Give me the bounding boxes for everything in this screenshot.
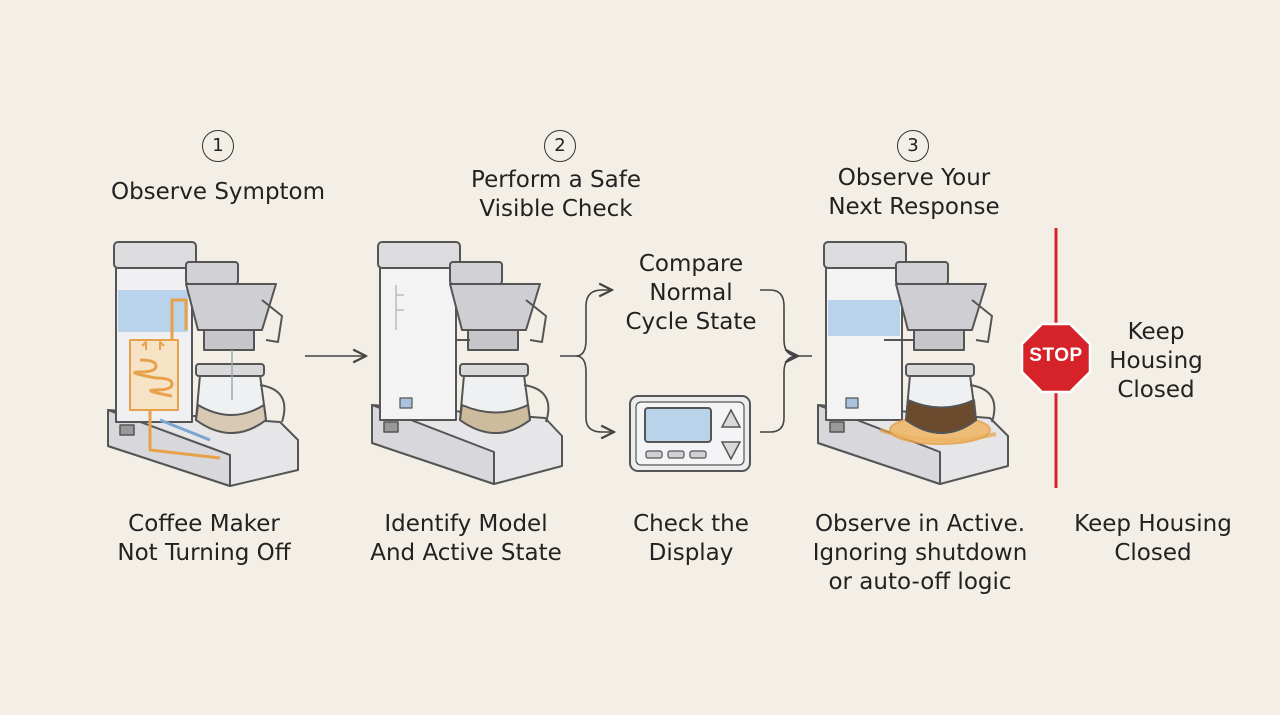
stop-sign-text: STOP <box>1029 345 1083 366</box>
step-2-title: Perform a Safe Visible Check <box>471 167 641 222</box>
coffee-maker-cutaway-illustration <box>107 241 299 487</box>
merge-arrow <box>760 289 812 433</box>
keep-housing-closed-label: Keep Housing Closed <box>1109 319 1203 403</box>
step-3-caption: Observe in Active. Ignoring shutdown or … <box>812 511 1028 595</box>
step-1-caption: Coffee Maker Not Turning Off <box>117 511 291 566</box>
step-1-title: Observe Symptom <box>110 179 326 205</box>
step-number-1: 1 <box>202 130 234 162</box>
control-display-illustration <box>629 395 751 472</box>
step-number-2: 2 <box>544 130 576 162</box>
stop-caption: Keep Housing Closed <box>1074 511 1232 566</box>
coffee-maker-illustration <box>371 241 563 485</box>
compare-normal-cycle-label: Compare Normal Cycle State <box>625 251 757 335</box>
coffee-maker-active-illustration <box>817 241 1009 485</box>
step-2-caption: Identify Model And Active State <box>370 511 562 566</box>
step-3-title: Observe Your Next Response <box>828 165 1000 220</box>
step-number-3: 3 <box>897 130 929 162</box>
branch-arrow-lower <box>575 355 614 432</box>
check-display-caption: Check the Display <box>633 511 749 566</box>
branch-arrow-upper <box>560 290 612 357</box>
stop-sign-icon <box>1020 322 1092 394</box>
